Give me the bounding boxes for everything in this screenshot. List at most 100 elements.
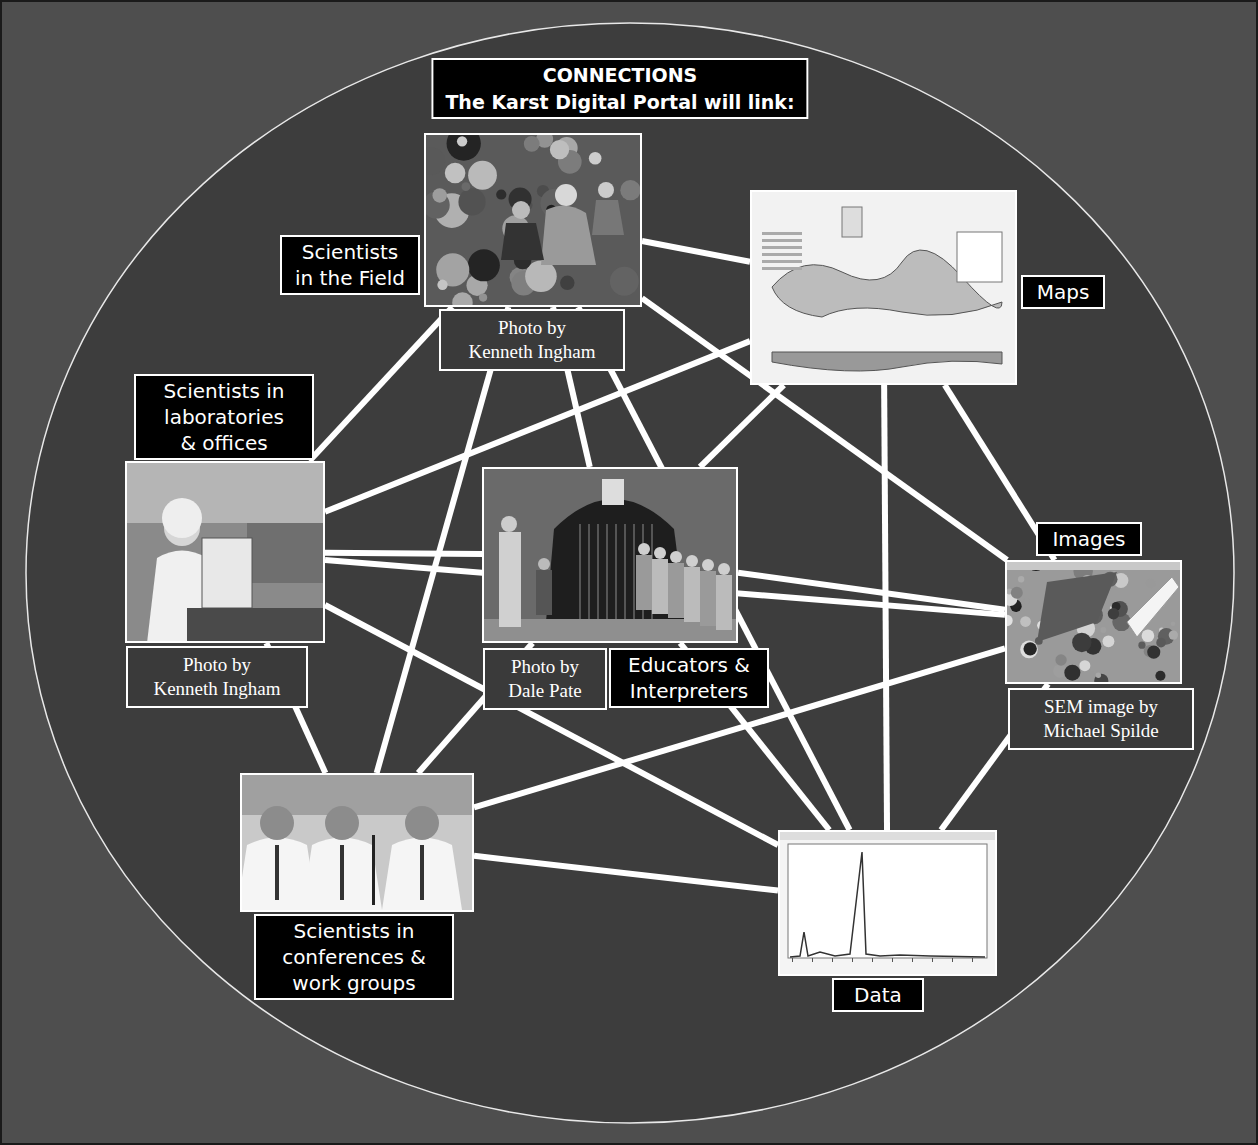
- sem-header: [1007, 562, 1180, 570]
- title-text: CONNECTIONS: [445, 62, 794, 89]
- grain: [1147, 646, 1160, 659]
- node-picture: [484, 469, 736, 641]
- connector-line: [700, 385, 784, 467]
- axis-tick: [852, 958, 853, 962]
- photo-credit: Photo by Kenneth Ingham: [439, 309, 625, 371]
- portal-circle: [26, 23, 1234, 1123]
- connector-line: [309, 307, 452, 461]
- cave-profile: [772, 352, 1002, 371]
- axis-tick: [792, 958, 793, 962]
- grain: [1171, 621, 1176, 626]
- person-head: [654, 547, 666, 559]
- axis-tick: [812, 958, 813, 962]
- person-head: [670, 551, 682, 563]
- node-picture: [1007, 562, 1180, 682]
- map-note-line: [762, 253, 802, 256]
- connector-line: [474, 648, 1005, 807]
- rock: [458, 188, 485, 215]
- person-head: [512, 201, 530, 219]
- rock: [479, 293, 487, 301]
- grain: [1103, 635, 1115, 647]
- portal-node: Educators & InterpretersPhoto by Dale Pa…: [482, 467, 738, 643]
- portal-node: ImagesSEM image by Michael Spilde: [1005, 560, 1182, 684]
- person-head: [638, 543, 650, 555]
- person-head: [501, 516, 517, 532]
- grain: [1100, 627, 1106, 633]
- photo-credit: Photo by Kenneth Ingham: [126, 646, 308, 708]
- visitor-body: [636, 555, 652, 610]
- plot-area: [788, 844, 987, 958]
- rock: [589, 152, 602, 165]
- portal-node: Scientists in the FieldPhoto by Kenneth …: [424, 133, 642, 307]
- guide-body: [499, 532, 521, 627]
- node-picture: [426, 135, 640, 305]
- connector-line: [325, 553, 482, 554]
- visitor-body: [700, 571, 716, 626]
- portal-node: Data: [778, 830, 997, 976]
- grain: [1020, 616, 1031, 627]
- rock: [610, 267, 639, 296]
- cave-map: [752, 192, 1015, 383]
- axis-tick: [952, 958, 953, 962]
- map-note-line: [762, 232, 802, 235]
- rock: [468, 249, 500, 281]
- pore: [1037, 572, 1117, 642]
- node-label: Scientists in laboratories & offices: [134, 374, 314, 460]
- rock: [457, 136, 467, 146]
- lab-equipment: [187, 608, 323, 641]
- person-body: [541, 206, 596, 265]
- map-inset: [842, 207, 862, 237]
- rock: [550, 140, 569, 159]
- node-label: Images: [1036, 522, 1142, 556]
- node-picture: [127, 463, 323, 641]
- person-shirt: [382, 838, 462, 911]
- grain: [1072, 633, 1091, 652]
- person-head: [325, 806, 359, 840]
- node-label: Data: [832, 978, 924, 1012]
- grain: [1079, 660, 1090, 671]
- map-note-line: [762, 260, 802, 263]
- lab-shelves: [127, 463, 323, 523]
- person-head: [598, 182, 614, 198]
- chart-header: [780, 832, 995, 840]
- person-head: [405, 806, 439, 840]
- microphone: [372, 835, 375, 905]
- grain: [1024, 599, 1030, 605]
- map-note-line: [762, 246, 802, 249]
- grain: [1096, 672, 1101, 677]
- grain: [1064, 665, 1080, 681]
- grain: [1108, 608, 1119, 619]
- rock: [452, 292, 472, 305]
- spectrum-line: [790, 852, 985, 957]
- axis-tick: [832, 958, 833, 962]
- grain: [1020, 641, 1038, 659]
- person-head: [702, 559, 714, 571]
- axis-tick: [912, 958, 913, 962]
- node-picture: [780, 832, 995, 974]
- tie: [420, 845, 424, 900]
- person-hair: [162, 498, 202, 538]
- grain: [1142, 629, 1155, 642]
- title-box: CONNECTIONSThe Karst Digital Portal will…: [431, 58, 808, 119]
- grain: [1169, 630, 1178, 639]
- node-label: Maps: [1021, 275, 1105, 309]
- visitor-body: [652, 559, 668, 614]
- portal-node: Scientists in conferences & work groups: [240, 773, 474, 912]
- cave-photo: [426, 135, 640, 305]
- photo-credit: SEM image by Michael Spilde: [1008, 688, 1194, 750]
- axis-tick: [932, 958, 933, 962]
- map-note-line: [762, 267, 802, 270]
- node-label: Scientists in conferences & work groups: [254, 914, 454, 1000]
- portal-node: Scientists in laboratories & officesPhot…: [125, 461, 325, 643]
- grain: [1023, 642, 1036, 655]
- axis-tick: [972, 958, 973, 962]
- rock: [524, 136, 540, 152]
- grain: [1156, 638, 1166, 648]
- portal-node: Maps: [750, 190, 1017, 385]
- person-body: [592, 200, 624, 235]
- subtitle-text: The Karst Digital Portal will link:: [445, 89, 794, 116]
- rock: [426, 147, 445, 175]
- visitor-body: [668, 563, 684, 618]
